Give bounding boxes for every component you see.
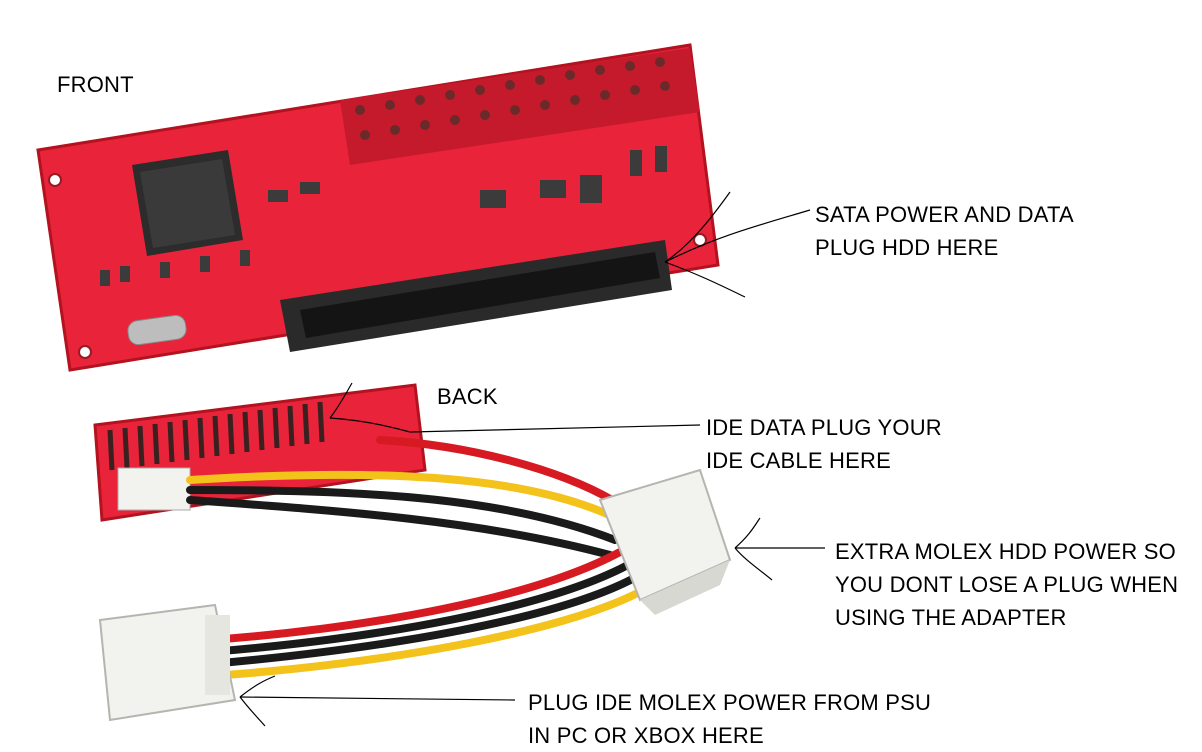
molex-extra-connector [598,468,732,615]
back-label: BACK [437,384,498,409]
ide-data-annotation: IDE DATA PLUG YOUR IDE CABLE HERE [706,415,942,473]
front-label: FRONT [57,72,134,97]
sata-connector [280,240,672,352]
sata-annotation: SATA POWER AND DATA PLUG HDD HERE [815,202,1074,260]
molex-extra-annotation: EXTRA MOLEX HDD POWER SO YOU DONT LOSE A… [835,539,1179,630]
back-power-connector [117,467,191,511]
front-pcb-board [36,43,720,372]
power-cable-wires [186,436,656,680]
molex-psu-annotation: PLUG IDE MOLEX POWER FROM PSU IN PC OR X… [528,690,932,748]
back-pcb-board [93,383,427,522]
annotation-pointer-lines [239,191,825,727]
controller-chip [132,150,243,256]
molex-psu-connector [98,603,237,722]
